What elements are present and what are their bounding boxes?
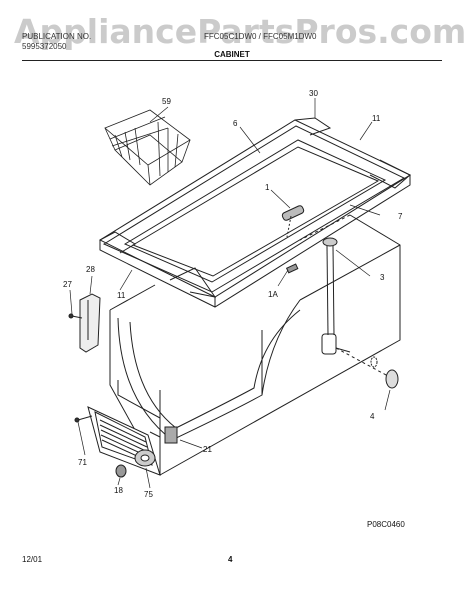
callout-7: 7 <box>398 212 403 221</box>
callout-30: 30 <box>309 89 318 98</box>
callout-27: 27 <box>63 280 72 289</box>
callout-59: 59 <box>162 97 171 106</box>
footer-date: 12/01 <box>22 555 43 564</box>
model-numbers: FFC05C1DW0 / FFC05M1DW0 <box>204 32 317 41</box>
callout-1: 1 <box>265 183 270 192</box>
cabinet-body <box>109 214 401 476</box>
callout-3: 3 <box>380 273 385 282</box>
callout-1A: 1A <box>268 290 278 299</box>
drain-assembly <box>321 237 399 389</box>
wire-basket <box>104 109 191 186</box>
callout-4: 4 <box>370 412 375 421</box>
callout-11-top: 11 <box>372 114 381 123</box>
diagram-id: P08C0460 <box>367 520 405 529</box>
callout-11-left: 11 <box>117 291 126 300</box>
header-divider <box>22 60 442 61</box>
grille-panel <box>74 380 178 478</box>
callout-28: 28 <box>86 265 95 274</box>
hinge-part <box>285 263 299 274</box>
section-title: CABINET <box>214 50 250 59</box>
hinge-bracket <box>68 293 101 353</box>
callout-71: 71 <box>78 458 87 467</box>
callout-18: 18 <box>114 486 123 495</box>
footer-page-number: 4 <box>228 555 233 564</box>
leader-lines <box>69 98 391 489</box>
callout-75: 75 <box>144 490 153 499</box>
callout-6: 6 <box>233 119 238 128</box>
publication-info: PUBLICATION NO. 5995372050 <box>22 32 91 52</box>
publication-label: PUBLICATION NO. <box>22 32 92 41</box>
callout-21: 21 <box>203 445 212 454</box>
lid-handle <box>281 205 305 238</box>
publication-number: 5995372050 <box>22 42 67 51</box>
watermark: AppliancePartsPros.com <box>14 12 464 51</box>
lid-assembly <box>98 117 412 308</box>
